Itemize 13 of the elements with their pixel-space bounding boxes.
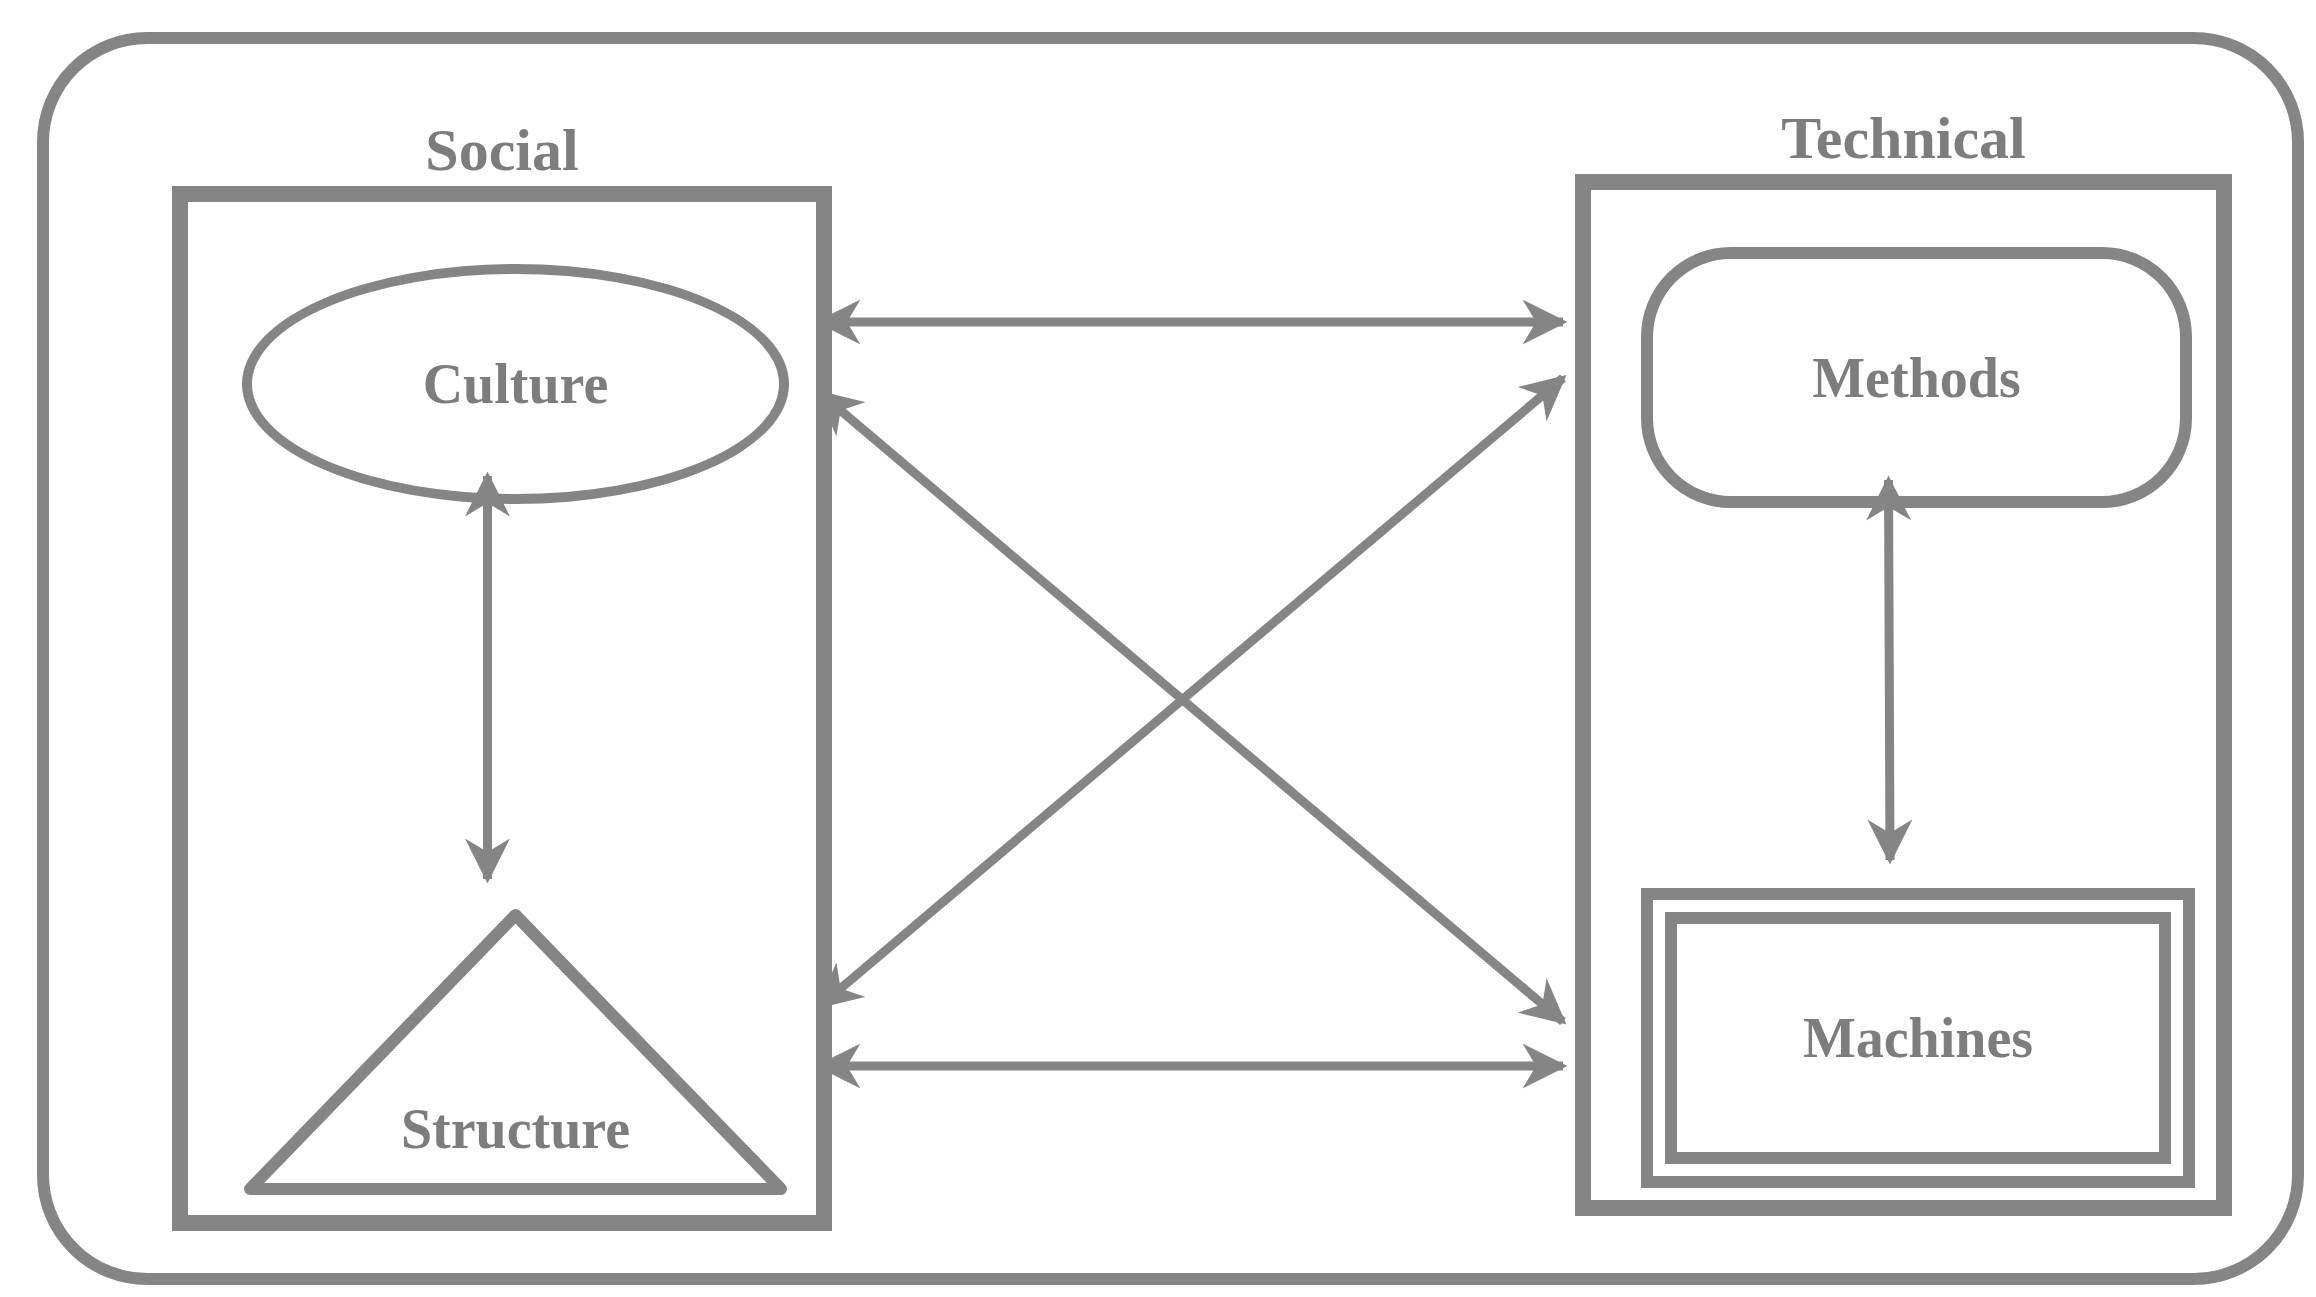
- group-heading: Social: [424, 120, 580, 180]
- double-arrow: [1866, 475, 1913, 865]
- double-border-box: [1641, 888, 2195, 1188]
- node-label: Structure: [400, 1101, 631, 1157]
- triangle-node: [242, 907, 789, 1197]
- rounded-octagon-node: [1641, 247, 2192, 508]
- ellipse-node: [242, 264, 789, 504]
- node-label: Methods: [1812, 349, 2021, 406]
- group-heading: Technical: [1780, 108, 2027, 168]
- double-arrow: [465, 471, 510, 884]
- node-label: Culture: [422, 356, 609, 412]
- outer-rounded-frame: [37, 32, 2304, 1285]
- node-label: Machines: [1802, 1010, 2034, 1066]
